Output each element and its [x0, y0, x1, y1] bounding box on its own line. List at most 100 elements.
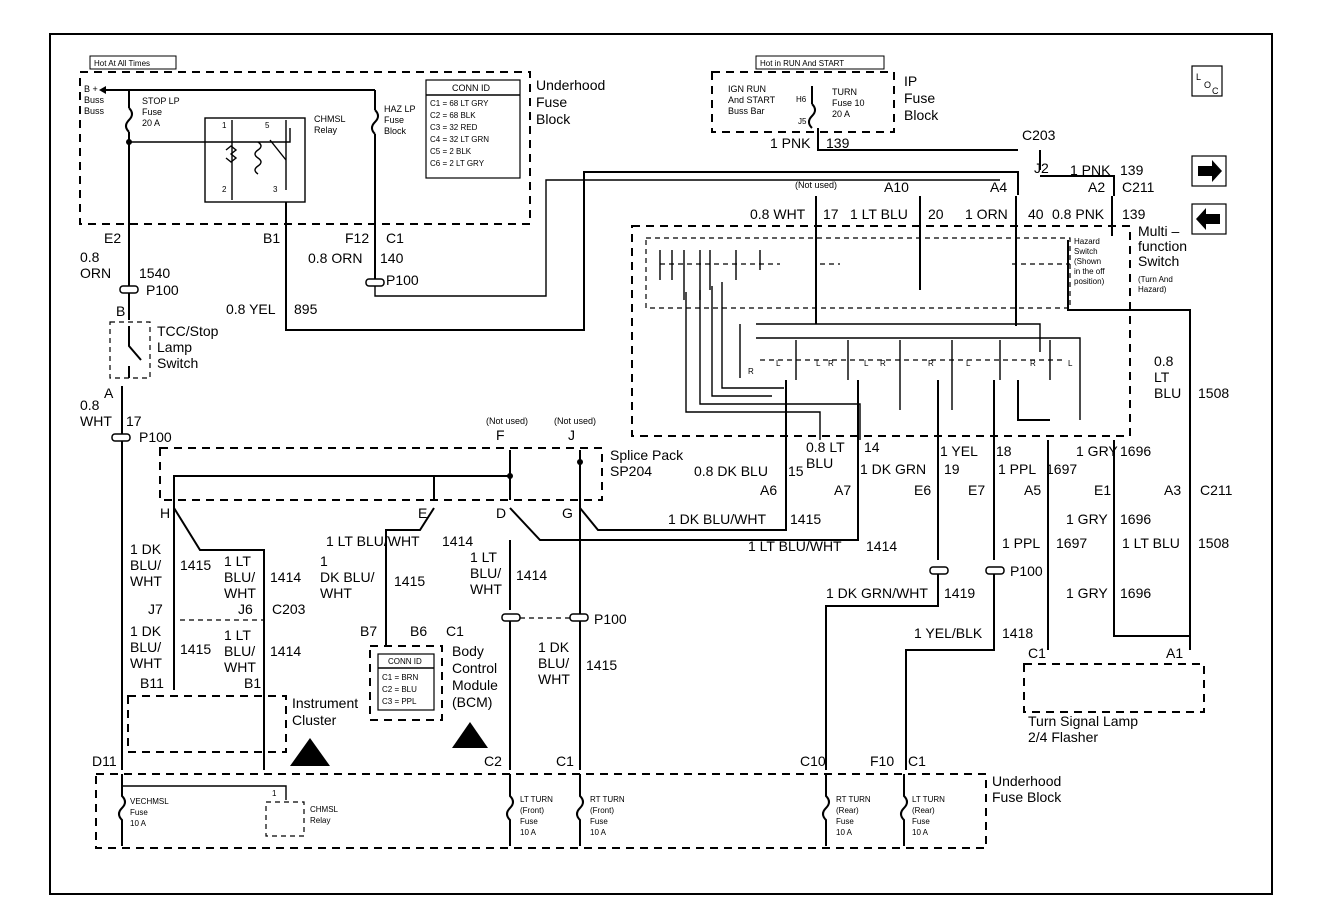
svg-text:1 PPL: 1 PPL: [1002, 535, 1040, 551]
svg-text:L: L: [1196, 72, 1201, 82]
haz-fuse-symbol: [371, 109, 379, 135]
svg-text:G: G: [562, 505, 573, 521]
svg-text:L: L: [776, 359, 781, 368]
svg-text:R: R: [748, 367, 754, 376]
svg-text:A6: A6: [760, 482, 777, 498]
svg-text:1415: 1415: [586, 657, 617, 673]
tcc-stop-lamp-switch: [109, 321, 151, 379]
svg-text:18: 18: [996, 443, 1012, 459]
svg-text:C4 = 32 LT GRN: C4 = 32 LT GRN: [430, 135, 489, 144]
svg-text:P100: P100: [139, 429, 172, 445]
svg-text:0.8 ORN: 0.8 ORN: [308, 250, 362, 266]
hot-in-run-and-start-tag: Hot in RUN And START: [760, 59, 844, 68]
svg-text:P100: P100: [146, 282, 179, 298]
svg-text:14: 14: [864, 439, 880, 455]
svg-text:2: 2: [222, 185, 227, 194]
svg-text:E1: E1: [1094, 482, 1111, 498]
svg-text:F: F: [496, 427, 505, 443]
svg-text:1414: 1414: [866, 538, 897, 554]
svg-text:1 DK BLU/WHT: 1 DK BLU/WHT: [668, 511, 766, 527]
svg-text:O: O: [1204, 80, 1211, 90]
svg-text:J: J: [568, 427, 575, 443]
svg-text:1DK BLU/WHT: 1DK BLU/WHT: [320, 553, 375, 601]
svg-text:139: 139: [1122, 206, 1146, 222]
svg-text:C211: C211: [1122, 179, 1155, 195]
svg-text:C2 = BLU: C2 = BLU: [382, 685, 417, 694]
svg-text:1 GRY: 1 GRY: [1066, 511, 1108, 527]
svg-text:140: 140: [380, 250, 404, 266]
svg-text:(Not used): (Not used): [554, 416, 596, 426]
svg-text:1415: 1415: [180, 557, 211, 573]
svg-text:A3: A3: [1164, 482, 1181, 498]
svg-text:C211: C211: [1200, 482, 1233, 498]
svg-text:B1: B1: [244, 675, 261, 691]
svg-text:1418: 1418: [1002, 625, 1033, 641]
svg-text:J2: J2: [1034, 160, 1049, 176]
svg-text:B11: B11: [140, 675, 164, 691]
svg-text:1 LT BLU/WHT: 1 LT BLU/WHT: [748, 538, 842, 554]
svg-text:895: 895: [294, 301, 318, 317]
svg-text:A4: A4: [990, 179, 1007, 195]
svg-text:(Not used): (Not used): [795, 180, 837, 190]
diagram-frame: [49, 33, 1273, 895]
svg-text:R: R: [1030, 359, 1036, 368]
svg-text:E6: E6: [914, 482, 931, 498]
svg-text:C2 = 68 BLK: C2 = 68 BLK: [430, 111, 476, 120]
svg-text:B1: B1: [263, 230, 280, 246]
svg-text:1 YEL/BLK: 1 YEL/BLK: [914, 625, 983, 641]
svg-text:CONN ID: CONN ID: [388, 657, 422, 666]
stop-fuse-symbol: [125, 107, 133, 133]
svg-text:C10: C10: [800, 753, 826, 769]
previous-page-arrow[interactable]: [1191, 203, 1227, 235]
svg-text:A2: A2: [1088, 179, 1105, 195]
svg-text:1 YEL: 1 YEL: [940, 443, 978, 459]
svg-text:17: 17: [823, 206, 839, 222]
svg-text:CONN ID: CONN ID: [452, 83, 491, 93]
conn-id-box-top: [425, 79, 521, 179]
svg-text:1696: 1696: [1120, 511, 1151, 527]
svg-text:1508: 1508: [1198, 385, 1229, 401]
svg-text:1 LT BLU: 1 LT BLU: [1122, 535, 1180, 551]
next-page-arrow[interactable]: [1191, 155, 1227, 187]
svg-text:C1: C1: [556, 753, 574, 769]
esd-warning-icon: [452, 722, 488, 748]
svg-text:1: 1: [272, 789, 277, 798]
svg-text:L: L: [864, 359, 869, 368]
svg-text:P100: P100: [1010, 563, 1043, 579]
svg-text:J7: J7: [148, 601, 163, 617]
svg-text:1696: 1696: [1120, 585, 1151, 601]
svg-text:H6: H6: [796, 95, 807, 104]
svg-text:0.8 WHT: 0.8 WHT: [750, 206, 806, 222]
svg-text:1 PPL: 1 PPL: [998, 461, 1036, 477]
svg-text:A: A: [104, 385, 114, 401]
svg-text:L: L: [816, 359, 821, 368]
svg-text:1 LT BLU/WHT: 1 LT BLU/WHT: [326, 533, 420, 549]
svg-text:D: D: [496, 505, 506, 521]
svg-text:139: 139: [826, 135, 850, 151]
esd-warning-icon-2: [290, 738, 330, 766]
svg-text:40: 40: [1028, 206, 1044, 222]
